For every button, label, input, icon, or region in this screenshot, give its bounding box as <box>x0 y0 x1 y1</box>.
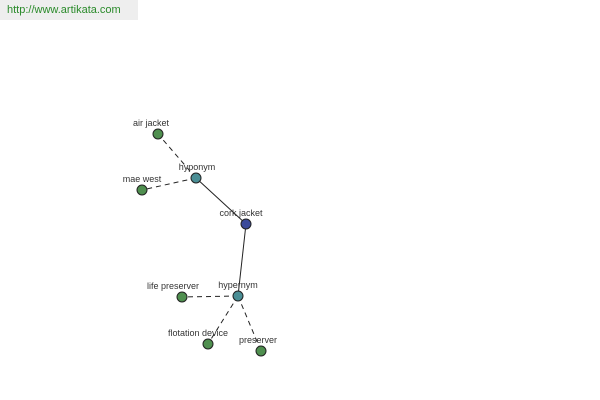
edge-cork-jacket-hyponym <box>195 177 247 225</box>
edge-hypernym-preserver <box>237 295 262 352</box>
node-life-preserver[interactable] <box>176 291 188 303</box>
url-link[interactable]: http://www.artikata.com <box>7 4 121 16</box>
node-hypernym[interactable] <box>232 290 244 302</box>
node-label-mae-west[interactable]: mae west <box>123 174 162 184</box>
edge-hypernym-life-preserver <box>181 295 239 298</box>
edge-hyponym-air-jacket <box>157 133 197 179</box>
node-label-air-jacket[interactable]: air jacket <box>133 118 170 128</box>
node-preserver[interactable] <box>255 345 267 357</box>
edge-cork-jacket-hypernym <box>237 223 247 297</box>
node-label-hyponym[interactable]: hyponym <box>179 162 216 172</box>
node-label-cork-jacket[interactable]: cork jacket <box>219 208 263 218</box>
edge-hyponym-mae-west <box>141 177 197 191</box>
edge-hypernym-flotation-device <box>207 295 239 345</box>
node-hyponym[interactable] <box>190 172 202 184</box>
node-label-preserver[interactable]: preserver <box>239 335 277 345</box>
node-cork-jacket[interactable] <box>240 218 252 230</box>
node-label-flotation-device[interactable]: flotation device <box>168 328 228 338</box>
url-bar: http://www.artikata.com <box>0 0 138 20</box>
node-air-jacket[interactable] <box>152 128 164 140</box>
node-mae-west[interactable] <box>136 184 148 196</box>
node-label-life-preserver[interactable]: life preserver <box>147 281 199 291</box>
node-flotation-device[interactable] <box>202 338 214 350</box>
node-label-hypernym[interactable]: hypernym <box>218 280 258 290</box>
